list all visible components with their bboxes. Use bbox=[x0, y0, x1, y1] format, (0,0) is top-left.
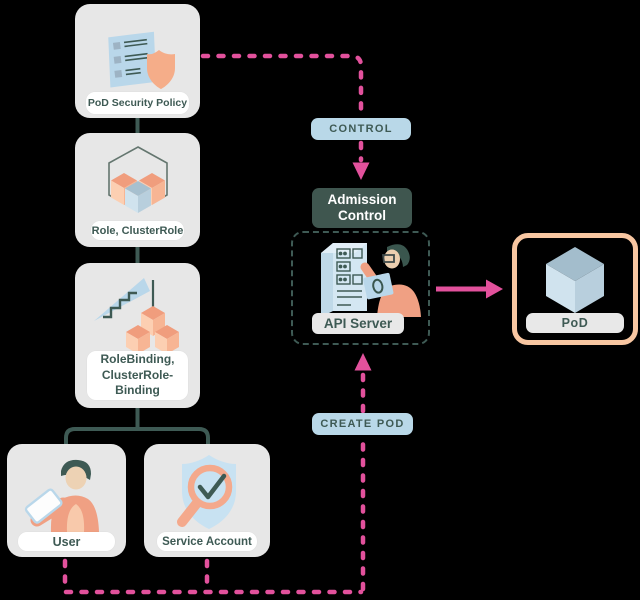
node-api-server: API Server bbox=[291, 231, 430, 345]
person-tablet-icon bbox=[24, 459, 99, 532]
edge-split-user-sa bbox=[64, 427, 210, 444]
policy-document-shield-icon bbox=[108, 31, 175, 89]
node-user: User bbox=[7, 444, 126, 557]
node-label-rolebinding: RoleBinding, ClusterRole-Binding bbox=[87, 351, 188, 400]
node-rolebinding: RoleBinding, ClusterRole-Binding bbox=[75, 263, 200, 408]
node-role-clusterrole: Role, ClusterRole bbox=[75, 133, 200, 247]
node-label-pod: PoD bbox=[526, 313, 624, 333]
node-pod: PoD bbox=[512, 233, 638, 345]
pod-arrowhead-icon bbox=[486, 279, 503, 299]
edge-apiserver-pod bbox=[436, 279, 503, 299]
edge-psp-control bbox=[200, 53, 364, 118]
node-label-role-clusterrole: Role, ClusterRole bbox=[91, 221, 184, 240]
node-service-account: Service Account bbox=[144, 444, 270, 557]
control-badge: CONTROL bbox=[311, 118, 411, 140]
hexagon-cubes-icon bbox=[108, 146, 168, 213]
node-label-api-server: API Server bbox=[312, 313, 404, 334]
createpod-arrowhead-icon bbox=[354, 353, 372, 371]
shield-magnifier-check-icon bbox=[177, 455, 236, 529]
crane-cubes-icon bbox=[94, 278, 179, 354]
shield-icon bbox=[147, 50, 175, 89]
cube-icon bbox=[546, 247, 604, 313]
server-operator-icon bbox=[321, 243, 421, 317]
create-pod-badge: CREATE POD bbox=[312, 413, 413, 435]
node-label-user: User bbox=[18, 532, 115, 551]
node-admission-control: Admission Control bbox=[312, 188, 412, 228]
node-label-service-account: Service Account bbox=[157, 532, 257, 551]
control-arrowhead-icon bbox=[352, 162, 370, 180]
node-pod-security-policy: PoD Security Policy bbox=[75, 4, 200, 118]
node-label-pod-security-policy: PoD Security Policy bbox=[86, 92, 189, 114]
